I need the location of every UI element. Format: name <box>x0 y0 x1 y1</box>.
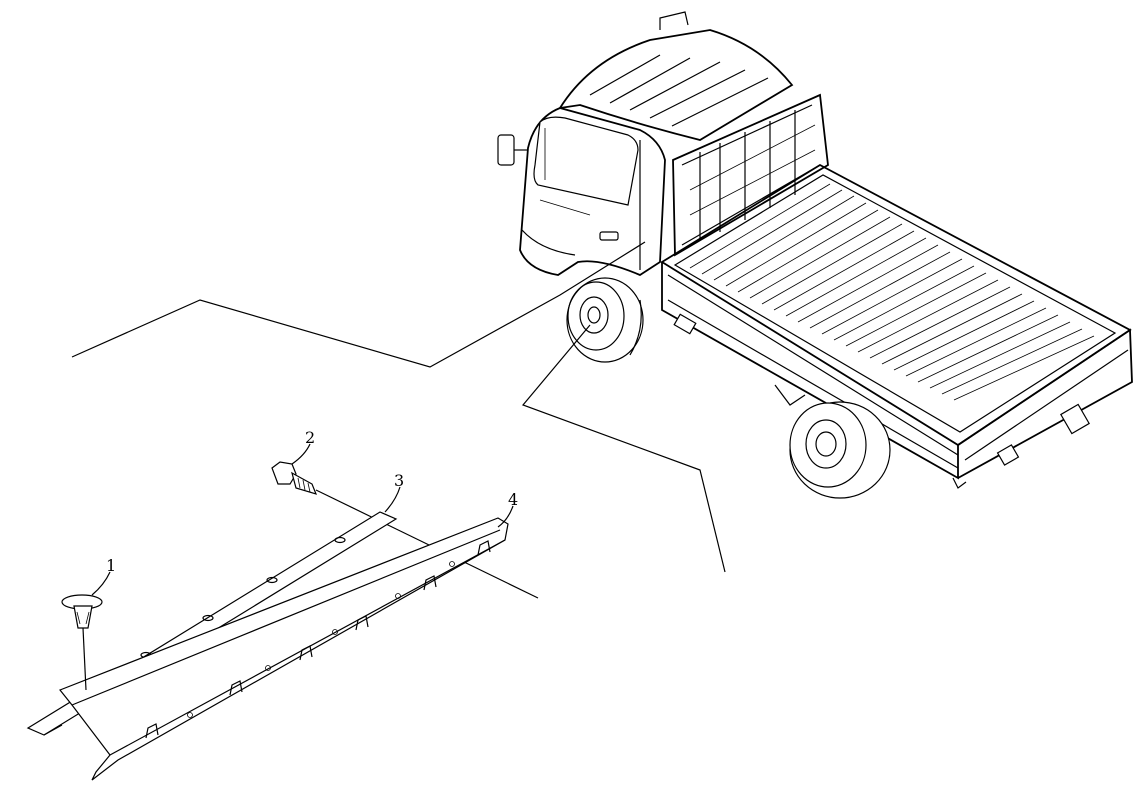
bolt-part <box>271 461 539 599</box>
headboard <box>672 93 829 257</box>
callout-3: 3 <box>394 471 404 490</box>
push-clip-part <box>61 594 103 691</box>
callout-leaders <box>91 443 514 596</box>
leader-lines <box>71 241 726 573</box>
truck-illustration <box>497 11 1133 499</box>
cab <box>497 11 794 277</box>
front-wheel <box>566 277 644 363</box>
cargo-bed <box>660 163 1133 489</box>
callout-4: 4 <box>508 490 518 509</box>
callout-1: 1 <box>106 556 116 575</box>
bracket-rail-part <box>59 517 509 781</box>
rear-wheel <box>774 384 891 499</box>
callout-2: 2 <box>305 428 315 447</box>
